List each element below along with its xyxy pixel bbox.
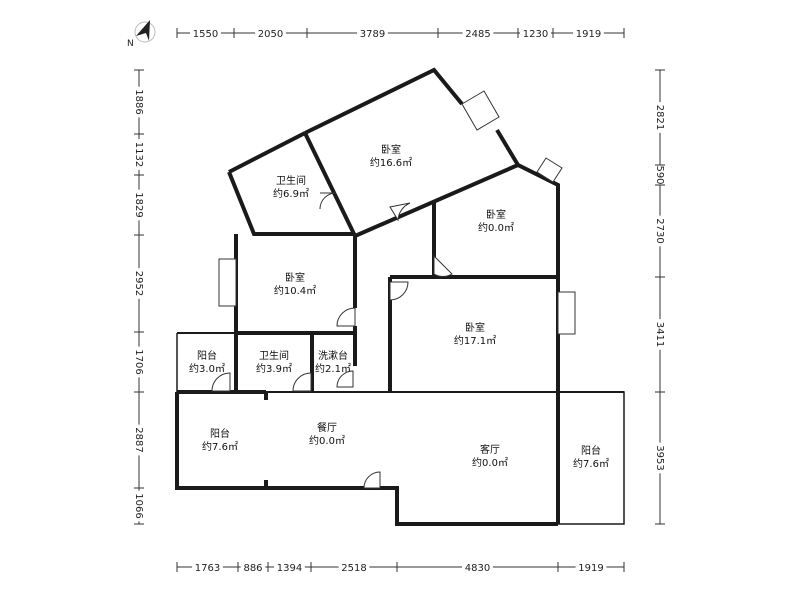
- wall-bedroom-top-north: [304, 67, 464, 135]
- wall-bathroom-upper-north: [228, 131, 306, 174]
- dim-left-label: 1886: [133, 89, 144, 114]
- wall-bedroom-top-east: [495, 128, 520, 167]
- doors: [211, 192, 453, 489]
- dimension-lines: 1550 2050 3789 2485 1230 1919 1763 886 1394 2518 4…: [133, 28, 665, 574]
- wall-bathroom-upper-south: [227, 171, 355, 236]
- door-bedroom-small: [433, 254, 453, 277]
- room-area-bedroom-top: 约16.6㎡: [370, 156, 412, 169]
- room-name-living: 客厅: [480, 443, 500, 456]
- room-name-bathroom-lower: 卫生间: [259, 349, 289, 362]
- room-area-bedroom-left: 约10.4㎡: [274, 284, 316, 297]
- room-name-balcony-right: 阳台: [581, 444, 601, 457]
- dim-bottom-label: 1763: [195, 563, 220, 574]
- wall-bedroom-top-west: [303, 132, 357, 237]
- room-name-bathroom-upper: 卫生间: [276, 174, 306, 187]
- balcony-outlines: [176, 333, 625, 525]
- dim-top-label: 1919: [576, 29, 601, 40]
- dim-top-label: 2485: [465, 29, 490, 40]
- door-bathroom-upper: [319, 192, 337, 210]
- room-name-dining: 餐厅: [317, 421, 337, 434]
- dim-left-label: 1829: [133, 192, 144, 217]
- compass-label: N: [127, 39, 134, 49]
- compass: N: [127, 20, 156, 49]
- room-area-living: 约0.0㎡: [472, 456, 508, 469]
- dim-top-label: 2050: [258, 29, 283, 40]
- dim-bottom-label: 2518: [341, 563, 366, 574]
- room-area-bedroom-main: 约17.1㎡: [454, 334, 496, 347]
- door-balcony-small: [211, 372, 231, 392]
- compass-arrow-icon: [136, 20, 150, 41]
- room-labels: 卧室 约16.6㎡ 卫生间 约6.9㎡ 卧室 约0.0㎡ 卧室 约10.4㎡ 卧…: [189, 143, 609, 470]
- room-name-balcony-small: 阳台: [197, 349, 217, 362]
- dim-bottom-label: 4830: [465, 563, 490, 574]
- room-area-dining: 约0.0㎡: [309, 434, 345, 447]
- wall-bedroom-small-north: [354, 162, 560, 278]
- dim-bottom-label: 1394: [277, 563, 302, 574]
- dim-top-label: 1230: [523, 29, 548, 40]
- dim-right-label: 2821: [654, 105, 665, 130]
- door-bathroom-lower: [292, 372, 312, 392]
- dim-top-label: 3789: [360, 29, 385, 40]
- door-bedroom-left: [336, 307, 356, 327]
- window-bedroom-main: [557, 291, 576, 335]
- room-area-balcony-left: 约7.6㎡: [202, 440, 238, 453]
- room-area-balcony-right: 约7.6㎡: [573, 457, 609, 470]
- room-name-bedroom-top: 卧室: [381, 143, 401, 156]
- window-bedroom-left: [218, 258, 237, 307]
- dim-bottom-label: 1919: [578, 563, 603, 574]
- room-area-washroom: 约2.1㎡: [315, 362, 351, 375]
- dim-left-label: 1706: [133, 349, 144, 374]
- room-area-bathroom-upper: 约6.9㎡: [273, 187, 309, 200]
- wall-bedroom-main-east: [390, 275, 560, 392]
- dim-top-label: 1550: [193, 29, 218, 40]
- dim-right-label: 3411: [654, 322, 665, 347]
- room-name-bedroom-small: 卧室: [486, 208, 506, 221]
- dim-left-label: 2952: [133, 271, 144, 296]
- windows: [218, 90, 576, 335]
- room-area-bedroom-small: 约0.0㎡: [478, 221, 514, 234]
- dim-right-label: 590: [654, 165, 665, 184]
- door-bedroom-top: [389, 202, 411, 222]
- room-area-balcony-small: 约3.0㎡: [189, 362, 225, 375]
- door-bedroom-main: [389, 281, 409, 301]
- compass-ring: [134, 21, 156, 43]
- balcony-right-edge: [558, 391, 625, 525]
- window-bedroom-small: [536, 157, 563, 183]
- door-entrance: [363, 471, 381, 489]
- dim-left-label: 1132: [133, 142, 144, 167]
- window-bedroom-top: [461, 90, 500, 131]
- door-washroom: [336, 370, 354, 388]
- dim-left-label: 2887: [133, 427, 144, 452]
- dim-right-label: 2730: [654, 218, 665, 243]
- room-name-bedroom-main: 卧室: [465, 321, 485, 334]
- dim-bottom-label: 886: [243, 563, 262, 574]
- dim-right-label: 3953: [654, 445, 665, 470]
- dim-left-label: 1066: [133, 493, 144, 518]
- room-area-bathroom-lower: 约3.9㎡: [256, 362, 292, 375]
- room-name-washroom: 洗漱台: [318, 349, 348, 362]
- room-name-bedroom-left: 卧室: [285, 271, 305, 284]
- room-name-balcony-left: 阳台: [210, 427, 230, 440]
